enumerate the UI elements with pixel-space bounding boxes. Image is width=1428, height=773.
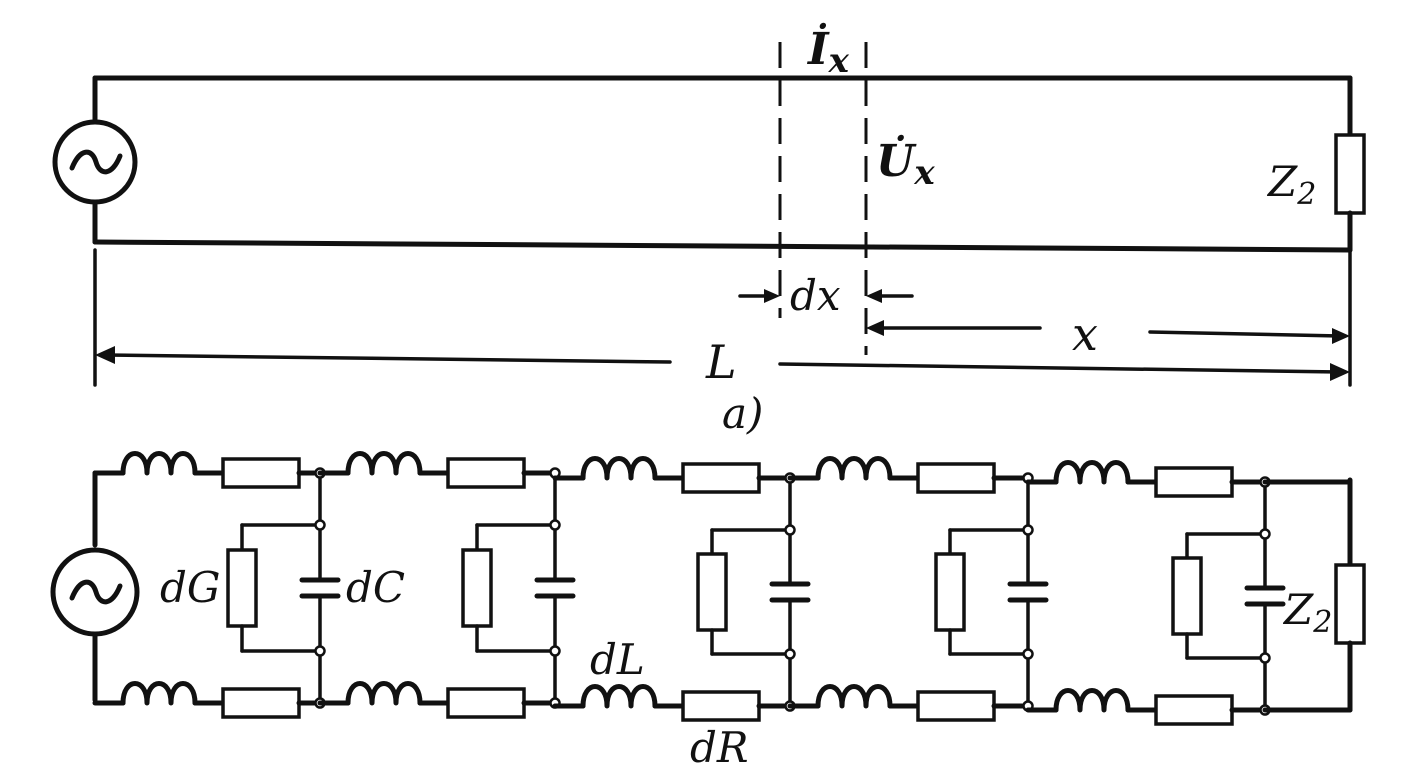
l-dimension-line-right bbox=[778, 362, 1342, 374]
series-resistor-top bbox=[1154, 466, 1234, 498]
capacitor-gap bbox=[776, 583, 804, 601]
series-resistor-bottom bbox=[1154, 694, 1234, 726]
series-resistor-top bbox=[681, 462, 761, 494]
distance-label: x bbox=[1072, 307, 1098, 361]
capacitor-gap bbox=[541, 579, 569, 597]
junction-node bbox=[784, 648, 796, 660]
capacitor-gap bbox=[1014, 583, 1042, 601]
conductance-label: dG bbox=[160, 563, 220, 612]
segment-label: dx bbox=[790, 271, 841, 320]
b-load-impedance-z2 bbox=[1334, 563, 1366, 645]
load-label-b: Z2 bbox=[1282, 585, 1332, 640]
shunt-conductance bbox=[226, 548, 258, 628]
junction-node bbox=[549, 645, 561, 657]
series-inductor-top bbox=[580, 456, 658, 481]
junction-node bbox=[1022, 524, 1034, 536]
series-resistor-bottom bbox=[446, 687, 526, 719]
junction-node bbox=[314, 519, 326, 531]
shunt-conductance bbox=[934, 552, 966, 632]
resistance-label: dR bbox=[690, 723, 749, 772]
series-inductor-bottom bbox=[580, 684, 658, 709]
series-inductor-top bbox=[1053, 460, 1131, 485]
junction-node bbox=[784, 524, 796, 536]
capacitor-gap bbox=[1251, 587, 1279, 605]
figure-a-distributed-line: İx U̇x Z2 dx x L a) bbox=[52, 21, 1366, 438]
series-inductor-bottom bbox=[815, 684, 893, 709]
junction-node bbox=[1022, 648, 1034, 660]
series-resistor-bottom bbox=[221, 687, 301, 719]
load-label-a: Z2 bbox=[1266, 157, 1316, 212]
load-impedance-z2 bbox=[1334, 133, 1366, 215]
figure-b-equivalent-circuit: dG dC dL dR Z2 bbox=[50, 451, 1366, 772]
junction-node bbox=[1259, 652, 1271, 664]
series-resistor-top bbox=[916, 462, 996, 494]
series-inductor-bottom bbox=[120, 681, 198, 706]
series-resistor-top bbox=[446, 457, 526, 489]
bottom-conductor bbox=[92, 239, 1353, 253]
length-label: L bbox=[705, 335, 737, 389]
voltage-label: U̇x bbox=[876, 133, 935, 193]
series-resistor-bottom bbox=[681, 690, 761, 722]
x-dimension-line-right bbox=[1148, 330, 1342, 338]
l-dimension-line-left bbox=[103, 353, 672, 364]
series-inductor-bottom bbox=[345, 681, 423, 706]
junction-node bbox=[314, 645, 326, 657]
series-resistor-bottom bbox=[916, 690, 996, 722]
capacitance-label: dC bbox=[346, 563, 405, 612]
series-inductor-top bbox=[815, 456, 893, 481]
junction-node bbox=[549, 519, 561, 531]
ac-source-icon bbox=[52, 119, 138, 205]
shunt-conductance bbox=[1171, 556, 1203, 636]
shunt-conductance bbox=[461, 548, 493, 628]
shunt-conductance bbox=[696, 552, 728, 632]
capacitor-gap bbox=[306, 579, 334, 597]
ac-source-icon bbox=[50, 547, 140, 637]
inductance-label: dL bbox=[590, 635, 645, 684]
series-inductor-top bbox=[345, 451, 423, 476]
series-resistor-top bbox=[221, 457, 301, 489]
line-sections bbox=[92, 451, 1353, 726]
series-inductor-top bbox=[120, 451, 198, 476]
caption-a: a) bbox=[722, 389, 763, 438]
current-label: İx bbox=[806, 21, 850, 81]
junction-node bbox=[1259, 528, 1271, 540]
series-inductor-bottom bbox=[1053, 688, 1131, 713]
